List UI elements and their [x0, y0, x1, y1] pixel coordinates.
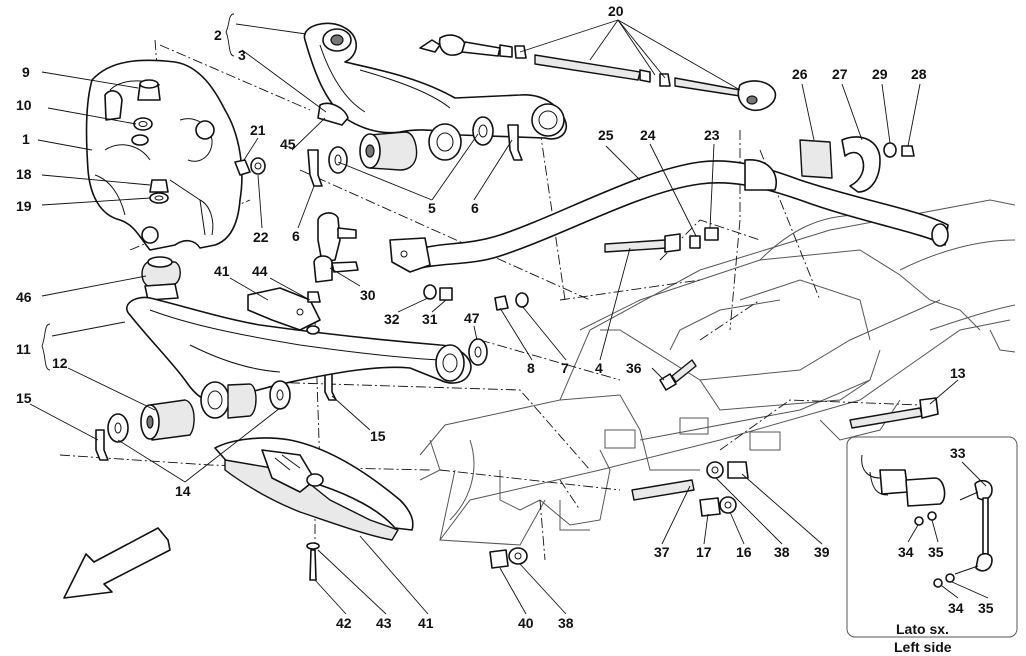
callout-23: 23	[704, 127, 720, 143]
callout-37: 37	[654, 544, 670, 560]
upper-arm-bushings	[317, 102, 494, 174]
bolt-4-7-8	[494, 227, 719, 311]
callout-25: 25	[598, 127, 614, 143]
callout-29: 29	[872, 66, 888, 82]
callout-6-lower: 6	[292, 228, 300, 244]
engine-mount	[141, 256, 181, 301]
inset-callout-33: 33	[950, 445, 966, 461]
callout-46: 46	[16, 289, 32, 305]
stabilizer-bar	[389, 159, 949, 273]
callout-21: 21	[250, 122, 266, 138]
skid-plate	[214, 437, 414, 541]
callout-45: 45	[280, 136, 296, 152]
screw-42-43	[306, 542, 320, 581]
leader-lines	[29, 13, 959, 615]
lower-arm-bushings	[107, 338, 488, 443]
callout-8: 8	[527, 360, 535, 376]
callout-31: 31	[422, 311, 438, 327]
callout-2: 2	[214, 27, 222, 43]
inset-caption-it: Lato sx.	[896, 621, 949, 637]
direction-arrow-icon	[63, 527, 171, 599]
callout-20: 20	[608, 3, 624, 19]
upper-control-arm	[303, 22, 567, 161]
bolt-13	[849, 397, 939, 429]
callout-4: 4	[595, 360, 603, 376]
callout-10: 10	[16, 97, 32, 113]
stabilizer-bushing	[799, 136, 915, 193]
drop-link	[313, 212, 359, 283]
stud-nut-group	[489, 461, 749, 569]
callout-43: 43	[376, 615, 392, 631]
callout-12: 12	[52, 355, 68, 371]
callout-36: 36	[626, 360, 642, 376]
callout-40: 40	[518, 615, 534, 631]
callout-26: 26	[792, 66, 808, 82]
callout-19: 19	[16, 198, 32, 214]
inset-callout-35-upper: 35	[928, 544, 944, 560]
bolt-21-22	[234, 157, 266, 176]
inset-left-side	[846, 436, 1018, 638]
lower-control-arm	[126, 296, 472, 419]
callout-18: 18	[16, 166, 32, 182]
inset-callout-35-lower: 35	[978, 600, 994, 616]
callout-44: 44	[252, 263, 268, 279]
callout-13: 13	[950, 365, 966, 381]
callout-27: 27	[832, 66, 848, 82]
callout-3: 3	[238, 47, 246, 63]
callout-14: 14	[175, 483, 191, 499]
callout-6-upper: 6	[471, 200, 479, 216]
callout-7: 7	[561, 360, 569, 376]
tie-rod	[419, 34, 777, 112]
callout-39: 39	[814, 544, 830, 560]
nut-31-32	[423, 284, 453, 301]
callout-15-left: 15	[16, 390, 32, 406]
callout-16: 16	[736, 544, 752, 560]
callout-1: 1	[22, 131, 30, 147]
knuckle-fasteners	[131, 79, 169, 204]
bolt-36	[659, 359, 697, 391]
callout-41-upper: 41	[214, 263, 230, 279]
callout-28: 28	[911, 66, 927, 82]
callout-22: 22	[253, 229, 269, 245]
callout-labels: 20 2 3 9 10 1 18 19 21 45 22 5 6 6 26 27…	[16, 3, 994, 655]
callout-32: 32	[384, 311, 400, 327]
callout-11: 11	[16, 341, 31, 357]
callout-38-right: 38	[774, 544, 790, 560]
callout-30: 30	[360, 287, 376, 303]
inset-callout-34-lower: 34	[948, 600, 964, 616]
callout-15-right: 15	[370, 428, 386, 444]
callout-41-lower: 41	[418, 615, 434, 631]
inset-caption-en: Left side	[894, 639, 952, 655]
callout-24: 24	[640, 127, 656, 143]
callout-9: 9	[22, 64, 30, 80]
steering-knuckle	[85, 59, 243, 251]
callout-5: 5	[428, 200, 436, 216]
inset-callout-34-upper: 34	[898, 544, 914, 560]
callout-42: 42	[336, 615, 352, 631]
callout-17: 17	[696, 544, 712, 560]
callout-38-lower: 38	[558, 615, 574, 631]
callout-47: 47	[464, 310, 480, 326]
